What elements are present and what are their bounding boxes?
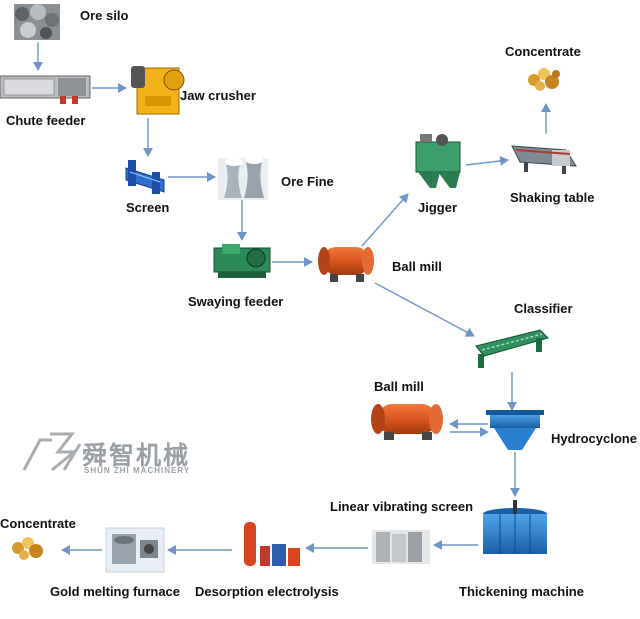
- label-jaw-crusher: Jaw crusher: [180, 88, 256, 103]
- label-ore-silo: Ore silo: [80, 8, 129, 23]
- arrow-jigger-to-shaking: [465, 155, 509, 166]
- chute-feeder-image: [0, 75, 91, 104]
- ball-mill-2-image: [371, 404, 443, 440]
- hydrocyclone-image: [486, 410, 544, 450]
- label-gold-melting-furnace: Gold melting furnace: [50, 584, 181, 599]
- label-concentrate-top: Concentrate: [505, 44, 581, 59]
- watermark-brand-en: SHUN ZHI MACHINERY: [84, 466, 191, 475]
- label-ore-fine: Ore Fine: [281, 174, 334, 189]
- concentrate-bottom-image: [12, 537, 43, 560]
- label-classifier: Classifier: [514, 301, 573, 316]
- jaw-crusher-image: [131, 66, 185, 115]
- label-swaying-feeder: Swaying feeder: [188, 294, 284, 309]
- label-jigger: Jigger: [418, 200, 458, 215]
- arrow-ballmill-to-jigger: [361, 193, 409, 247]
- watermark-logo-icon: [22, 432, 82, 472]
- jigger-image: [415, 134, 461, 188]
- label-desorption-electrolysis: Desorption electrolysis: [195, 584, 339, 599]
- label-ball-mill-2: Ball mill: [374, 379, 424, 394]
- shaking-table-image: [511, 145, 577, 174]
- arrow-ballmill-to-classifier: [374, 282, 475, 337]
- label-concentrate-bottom: Concentrate: [0, 516, 76, 531]
- linear-vibrating-screen-image: [372, 530, 430, 564]
- label-chute-feeder: Chute feeder: [6, 113, 86, 128]
- label-ball-mill-1: Ball mill: [392, 259, 442, 274]
- label-screen: Screen: [126, 200, 170, 215]
- flow-arrows: [33, 42, 551, 555]
- label-shaking-table: Shaking table: [510, 190, 595, 205]
- label-thickening-machine: Thickening machine: [459, 584, 584, 599]
- desorption-electrolysis-image: [244, 522, 300, 566]
- ore-fine-image: [218, 156, 268, 200]
- gold-melting-furnace-image: [105, 527, 165, 573]
- watermark-brand-cn: 舜智机械: [82, 442, 191, 470]
- thickening-machine-image: [483, 500, 547, 554]
- screen-image: [125, 160, 165, 194]
- label-linear-vibrating-screen: Linear vibrating screen: [330, 499, 474, 514]
- ore-silo-image: [14, 4, 60, 40]
- classifier-image: [475, 329, 549, 368]
- ball-mill-1-image: [318, 247, 374, 282]
- swaying-feeder-image: [213, 244, 271, 278]
- concentrate-top-image: [528, 68, 560, 91]
- label-hydrocyclone: Hydrocyclone: [551, 431, 637, 446]
